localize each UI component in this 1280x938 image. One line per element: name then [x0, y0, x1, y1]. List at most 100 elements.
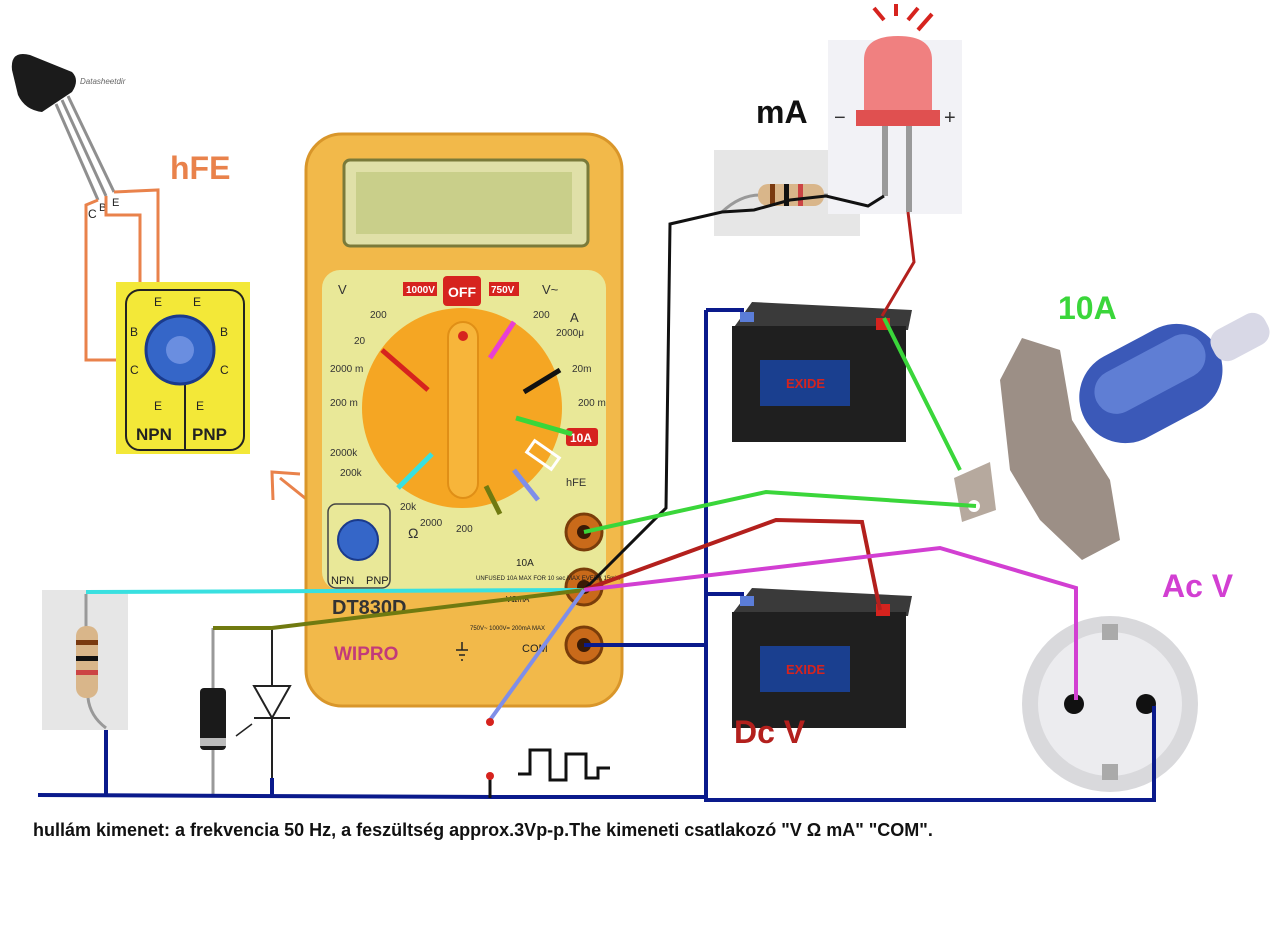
- halogen-bulb: [954, 312, 1270, 560]
- dial-pointer: [458, 331, 468, 341]
- v-dc-label: V: [338, 282, 347, 297]
- range-right-2: 20m: [572, 364, 591, 375]
- meter-lcd: [356, 172, 572, 234]
- pin-e-label: E: [112, 197, 119, 209]
- battery-bottom: EXIDE: [726, 586, 914, 732]
- resistor-top-body: [758, 184, 824, 206]
- led-anode: [906, 126, 912, 212]
- ac-wire: [583, 545, 1078, 700]
- marker-hfe: [524, 438, 562, 472]
- socket-center: [166, 336, 194, 364]
- range-left-4: 2000k: [330, 448, 358, 459]
- diode-wire: [213, 588, 585, 630]
- probe-tip-bottom: [486, 772, 494, 780]
- resistor-top-lead-left: [720, 193, 761, 214]
- v-ac-max: 750V: [491, 285, 515, 296]
- ten-a-wire-battery: [882, 317, 962, 471]
- range-right-3: 200 m: [578, 398, 606, 409]
- bulb-base: [1000, 338, 1120, 560]
- transistor-body: [11, 54, 76, 112]
- warning-v: 750V~ 1000V= 200mA MAX: [470, 626, 545, 632]
- ac-v-label: Ac V: [1162, 568, 1234, 604]
- range-left-1: 20: [354, 336, 366, 347]
- probe-tip-top: [486, 718, 494, 726]
- com-wires: [37, 308, 1156, 802]
- range-left-6: 20k: [400, 502, 417, 513]
- marker-ma: [522, 367, 562, 395]
- v-dc-max-badge: [403, 282, 437, 296]
- socket-pin-b1: B: [130, 325, 138, 339]
- resistor-left-body: [76, 626, 98, 698]
- hfe-range: hFE: [566, 477, 586, 489]
- ohm-wire: [85, 588, 585, 594]
- socket-npn-label: NPN: [136, 425, 172, 444]
- socket-pnp-label: PNP: [192, 425, 227, 444]
- range-right-0: 200: [533, 310, 550, 321]
- battery-top: EXIDE: [726, 300, 914, 450]
- led-ray-1: [872, 6, 886, 22]
- ohm-symbol: Ω: [408, 525, 418, 541]
- led-cathode: [882, 126, 888, 196]
- led-battery-wire: [880, 211, 916, 317]
- led-dome: [864, 36, 932, 112]
- diode-symbol: [252, 628, 292, 795]
- battery-top-lid: [732, 302, 912, 330]
- v-ac-label: V~: [542, 282, 559, 297]
- pin-b-label: B: [99, 202, 106, 214]
- marker-diode: [483, 484, 503, 516]
- marker-vdc: [380, 348, 430, 392]
- diode-arrow: [235, 723, 253, 737]
- dc-v-label: Dc V: [734, 714, 806, 750]
- transistor-brand: Datasheetdir: [80, 77, 126, 86]
- battery-top-neg: [740, 312, 754, 322]
- dial-knob[interactable]: [447, 321, 479, 499]
- ten-a-range: 10A: [570, 431, 592, 445]
- resistor-left-band-3: [76, 670, 98, 675]
- resistor-top-band-3: [798, 184, 803, 206]
- range-right-1: 2000μ: [556, 328, 584, 339]
- meter-hfe-disc: [337, 519, 379, 561]
- socket-pin-b2: B: [220, 325, 228, 339]
- transistor: Datasheetdir C B E: [11, 54, 126, 221]
- socket-pin-e2: E: [193, 295, 201, 309]
- off-label: OFF: [448, 284, 476, 300]
- square-wave-wire: [488, 588, 586, 722]
- multimeter: V 1000V OFF 750V V~ A 200 20 2000 m 200 …: [304, 132, 624, 708]
- socket-pin-c2: C: [220, 363, 229, 377]
- marker-square: [512, 468, 540, 502]
- led-ray-4: [916, 12, 934, 32]
- meter-brand: WIPRO: [334, 644, 398, 665]
- square-wave-symbol: [518, 748, 610, 782]
- resistor-left-band-1: [76, 640, 98, 645]
- v-ac-max-badge: [489, 282, 519, 296]
- outlet-face: [1038, 632, 1182, 776]
- diode-band: [200, 738, 226, 746]
- hfe-label: hFE: [170, 150, 231, 186]
- range-left-3: 200 m: [330, 398, 358, 409]
- hfe-socket: E E B B C C E E NPN PNP: [116, 282, 250, 454]
- ten-a-wire-meter: [583, 489, 977, 534]
- range-left-0: 200: [370, 310, 387, 321]
- pin-c-label: C: [88, 207, 97, 221]
- socket-pin-c1: C: [130, 363, 139, 377]
- resistor-left-band-2: [76, 656, 98, 661]
- range-left-2: 2000 m: [330, 364, 363, 375]
- diode-body: [200, 688, 226, 750]
- transistor-leg-c: [54, 103, 100, 201]
- outlet-hole-right: [1136, 694, 1156, 714]
- transistor-leg-e: [66, 95, 116, 193]
- dc-wire: [583, 517, 882, 611]
- ac-outlet: [1022, 616, 1198, 792]
- a-label: A: [570, 310, 579, 325]
- v-dc-max: 1000V: [406, 285, 435, 296]
- ma-label: mA: [756, 94, 808, 130]
- meter-pnp: PNP: [366, 575, 389, 587]
- ground-symbol: [456, 642, 468, 661]
- socket-pin-e3: E: [154, 399, 162, 413]
- marker-vac: [487, 320, 517, 360]
- ten-a-label: 10A: [1058, 290, 1117, 326]
- bulb-glass-highlight: [1094, 334, 1206, 414]
- ma-wire: [582, 194, 885, 592]
- range-left-8: 200: [456, 524, 473, 535]
- led-plus: +: [944, 107, 956, 129]
